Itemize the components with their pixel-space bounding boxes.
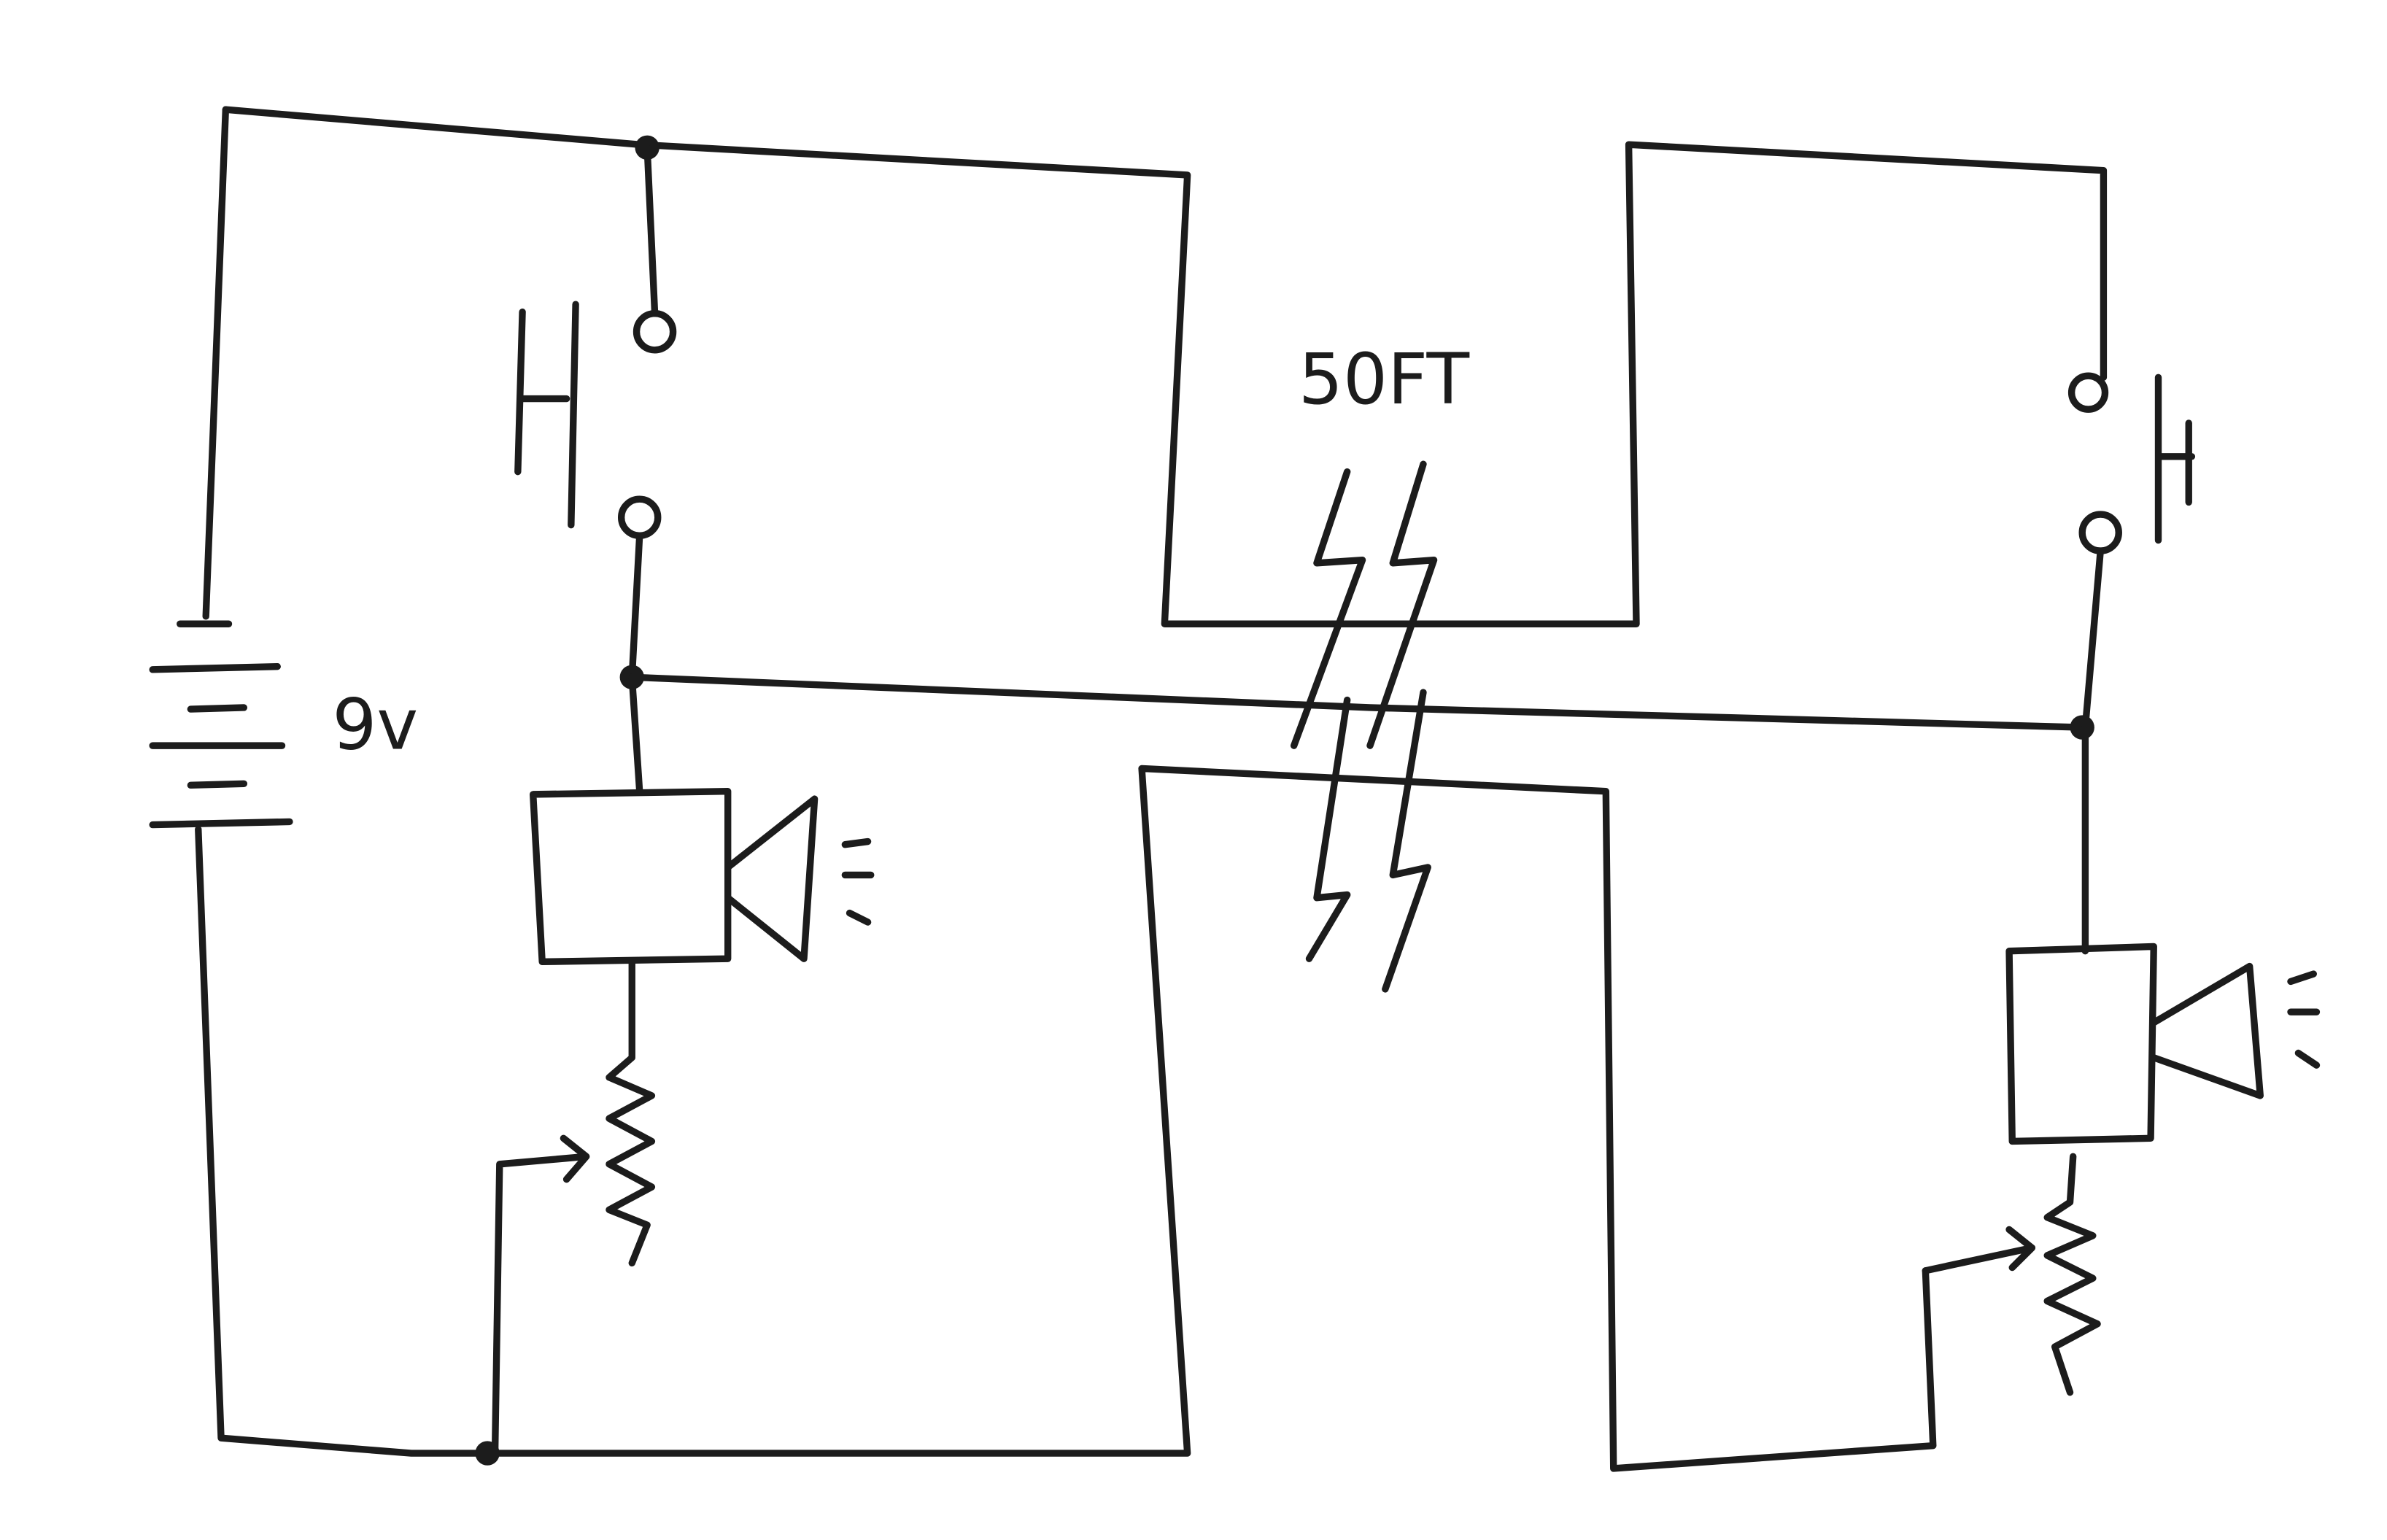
break-marks-icon	[1290, 460, 1438, 993]
push-button-left	[514, 135, 677, 681]
signal-wire	[628, 673, 2086, 731]
battery-label: 9v	[332, 684, 418, 765]
buzzer-left-icon	[529, 673, 875, 966]
junction-bottom	[475, 1441, 500, 1466]
battery-icon	[149, 620, 293, 829]
variable-resistor-left-icon	[491, 958, 656, 1457]
left-supply-wire	[202, 106, 230, 620]
push-button-right	[2067, 372, 2196, 731]
top-wire	[222, 106, 2108, 627]
buzzer-right-icon	[2005, 724, 2321, 1145]
bottom-wire	[195, 765, 1937, 1472]
distance-label: 50FT	[1299, 338, 1470, 420]
variable-resistor-right-icon	[1922, 1153, 2101, 1396]
